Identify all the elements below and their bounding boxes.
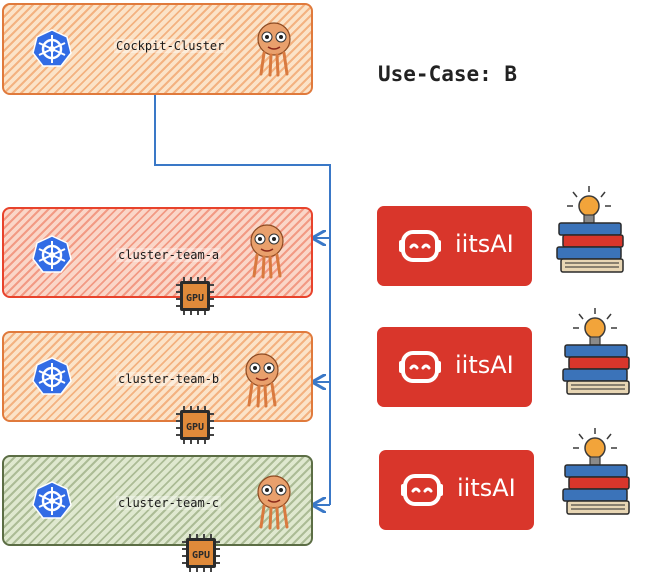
cluster-label: Cockpit-Cluster bbox=[114, 39, 227, 53]
gpu-label: GPU bbox=[186, 422, 204, 433]
argo-mascot-icon bbox=[257, 475, 291, 530]
books-lightbulb-icon bbox=[562, 308, 630, 395]
gpu-label: GPU bbox=[186, 293, 204, 304]
robot-icon bbox=[401, 474, 443, 506]
cluster-label: cluster-team-a bbox=[116, 248, 222, 262]
iitsai-card: iitsAI bbox=[377, 327, 532, 407]
gpu-label: GPU bbox=[192, 550, 210, 561]
books-lightbulb-icon bbox=[556, 186, 624, 273]
kubernetes-icon bbox=[32, 357, 72, 395]
argo-mascot-icon bbox=[245, 353, 279, 408]
iitsai-card: iitsAI bbox=[379, 450, 534, 530]
cluster-team-a-box: cluster-team-a bbox=[2, 207, 313, 298]
iitsai-label: iitsAI bbox=[457, 474, 516, 502]
cluster-label: cluster-team-b bbox=[116, 372, 222, 386]
gpu-chip-icon: GPU bbox=[176, 277, 214, 315]
robot-icon bbox=[399, 351, 441, 383]
kubernetes-icon bbox=[32, 29, 72, 67]
books-lightbulb-icon bbox=[562, 428, 630, 515]
cluster-label: cluster-team-c bbox=[116, 496, 222, 510]
cluster-team-c-box: cluster-team-c bbox=[2, 455, 313, 546]
argo-mascot-icon bbox=[257, 22, 291, 77]
gpu-chip-icon: GPU bbox=[176, 406, 214, 444]
gpu-chip-icon: GPU bbox=[182, 534, 220, 572]
iitsai-label: iitsAI bbox=[455, 230, 514, 258]
robot-icon bbox=[399, 230, 441, 262]
cockpit-cluster-box: Cockpit-Cluster bbox=[2, 3, 313, 95]
cluster-team-b-box: cluster-team-b bbox=[2, 331, 313, 422]
iitsai-card: iitsAI bbox=[377, 206, 532, 286]
kubernetes-icon bbox=[32, 235, 72, 273]
iitsai-label: iitsAI bbox=[455, 351, 514, 379]
kubernetes-icon bbox=[32, 481, 72, 519]
connector-trunk bbox=[154, 95, 331, 505]
argo-mascot-icon bbox=[250, 224, 284, 279]
use-case-title: Use-Case: B bbox=[378, 62, 518, 86]
